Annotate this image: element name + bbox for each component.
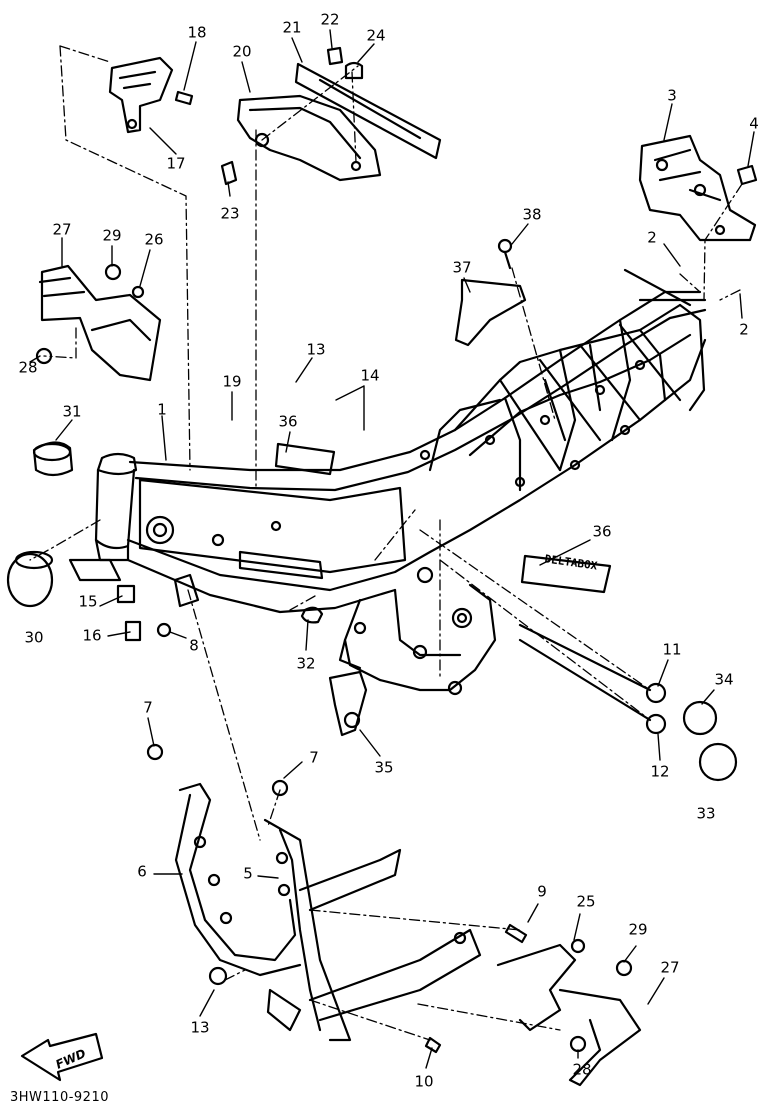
callout-18: 18 <box>187 23 207 42</box>
bearing-cups-drawing <box>6 441 200 642</box>
callout-9: 9 <box>537 882 547 901</box>
callout-5: 5 <box>243 864 253 883</box>
callout-2-upper: 2 <box>647 228 657 247</box>
callout-33: 33 <box>696 804 716 823</box>
callout-8: 8 <box>189 636 199 655</box>
callout-17: 17 <box>166 154 186 173</box>
callout-23: 23 <box>220 204 240 223</box>
callout-25: 25 <box>576 892 596 911</box>
callout-10: 10 <box>414 1072 434 1091</box>
callout-2-right: 2 <box>739 320 749 339</box>
cover-bracket-20-drawing <box>220 46 442 186</box>
callout-28-lower: 28 <box>572 1060 592 1079</box>
callout-30: 30 <box>24 628 44 647</box>
pivot-shafts-drawing <box>300 606 738 782</box>
alignment-lines <box>29 45 743 1041</box>
callout-38: 38 <box>522 205 542 224</box>
bracket-37-drawing <box>454 238 527 347</box>
callout-22: 22 <box>320 10 340 29</box>
decal-36-outline <box>274 442 336 476</box>
callout-28-upper: 28 <box>18 358 38 377</box>
callout-6: 6 <box>137 862 147 881</box>
callout-1: 1 <box>157 400 167 419</box>
callout-16: 16 <box>82 626 102 645</box>
callout-27-upper: 27 <box>52 220 72 239</box>
callout-13-upper: 13 <box>306 340 326 359</box>
callout-leaders <box>29 29 755 1069</box>
callout-29-lower: 29 <box>628 920 648 939</box>
callout-24: 24 <box>366 26 386 45</box>
callout-21: 21 <box>282 18 302 37</box>
callout-36-upper: 36 <box>278 412 298 431</box>
callout-35: 35 <box>374 758 394 777</box>
deltabox-decal-outline <box>520 554 612 594</box>
callout-4: 4 <box>749 114 759 133</box>
callout-29-upper: 29 <box>102 226 122 245</box>
rear-bracket-3-drawing <box>638 134 758 242</box>
callout-20: 20 <box>232 42 252 61</box>
callout-37: 37 <box>452 258 472 277</box>
callout-3: 3 <box>667 86 677 105</box>
callout-7-left: 7 <box>143 698 153 717</box>
main-frame-drawing <box>94 268 707 696</box>
diagram-code: 3HW110-9210 <box>10 1090 109 1105</box>
callout-15: 15 <box>78 592 98 611</box>
callout-14: 14 <box>360 366 380 385</box>
fwd-arrow-outline <box>20 1032 104 1082</box>
side-bracket-27-drawing <box>35 263 162 382</box>
callout-11: 11 <box>662 640 682 659</box>
callout-12: 12 <box>650 762 670 781</box>
callout-27-lower: 27 <box>660 958 680 977</box>
upper-bracket-17-drawing <box>108 56 194 134</box>
callout-26: 26 <box>144 230 164 249</box>
callout-32: 32 <box>296 654 316 673</box>
callout-31: 31 <box>62 402 82 421</box>
callout-13-lower: 13 <box>190 1018 210 1037</box>
callout-7-right: 7 <box>309 748 319 767</box>
callout-34: 34 <box>714 670 734 689</box>
callout-36-right: 36 <box>592 522 612 541</box>
callout-19: 19 <box>222 372 242 391</box>
lower-frame-drawing <box>146 743 642 1087</box>
